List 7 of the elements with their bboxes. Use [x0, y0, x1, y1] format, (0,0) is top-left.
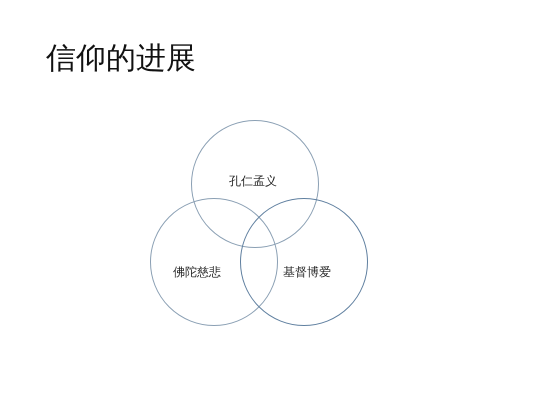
circle-label: 孔仁孟义	[229, 173, 277, 190]
venn-circle	[240, 198, 368, 326]
venn-circle	[150, 198, 278, 326]
circle-label: 佛陀慈悲	[173, 264, 221, 281]
venn-circle	[191, 120, 319, 248]
slide-title: 信仰的进展	[46, 40, 196, 78]
circle-label: 基督博爱	[283, 264, 331, 281]
